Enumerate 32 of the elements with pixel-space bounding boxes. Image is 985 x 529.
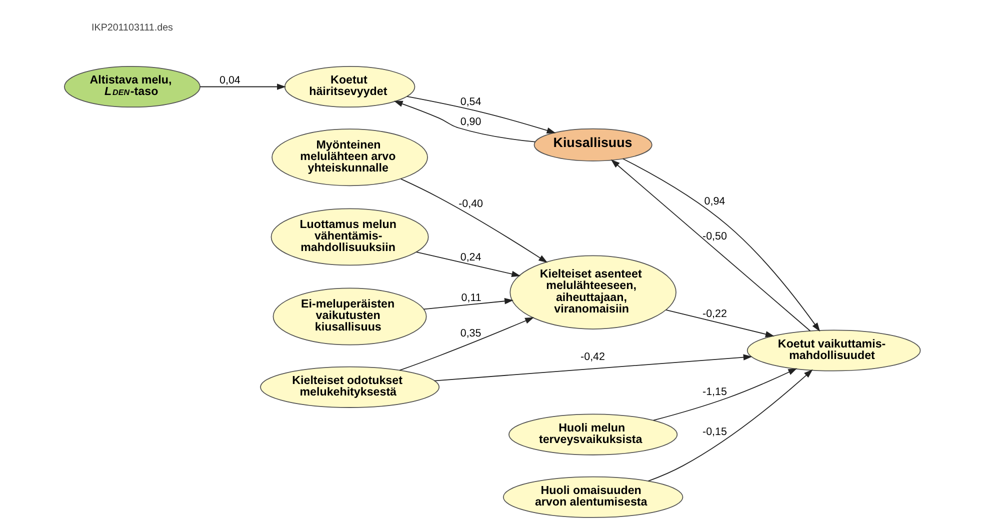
arrow bbox=[434, 354, 752, 382]
edge-label: 0,35 bbox=[460, 328, 482, 340]
edge-label: 0,11 bbox=[461, 292, 482, 304]
edge-label: 0,54 bbox=[460, 96, 482, 108]
arrow bbox=[416, 252, 521, 277]
node-ellipse: Altistava melu, LDEN-taso bbox=[64, 66, 200, 108]
node-ellipse: Luottamus melun vähentämis- mahdollisuuksiin bbox=[270, 208, 429, 266]
arrow bbox=[394, 100, 536, 142]
edge-label: -0,15 bbox=[702, 426, 727, 438]
edge-label: -0,42 bbox=[580, 350, 605, 363]
arrow bbox=[648, 369, 813, 482]
arrow bbox=[423, 298, 514, 310]
edge-label: 0,90 bbox=[460, 116, 482, 128]
edge-label: -1,15 bbox=[702, 386, 727, 398]
node-ellipse: Kielteiset odotukset melukehityksestä bbox=[260, 366, 440, 408]
edge-label: -0,22 bbox=[702, 308, 727, 320]
arrow bbox=[399, 317, 534, 371]
arrow bbox=[406, 96, 556, 134]
edge-label: -0,50 bbox=[702, 230, 727, 242]
edge-label: 0,24 bbox=[460, 252, 482, 264]
edge-label: 0,04 bbox=[220, 74, 240, 87]
node-ellipse: Huoli omaisuuden arvon alentumisesta bbox=[502, 476, 684, 518]
edge-label: -0,40 bbox=[458, 198, 484, 210]
edge-label: 0,94 bbox=[704, 195, 726, 208]
arrow bbox=[666, 309, 774, 338]
node-ellipse: Ei-meluperäisten vaikutusten kiusallisuus bbox=[272, 288, 427, 346]
label: IKP201103111.des bbox=[92, 22, 173, 34]
arrow bbox=[652, 368, 798, 421]
arrow bbox=[199, 84, 286, 90]
node-ellipse: Huoli melun terveysvaikuksista bbox=[508, 414, 678, 456]
node-ellipse: Myönteinen melulähteen arvo yhteiskunnalle bbox=[272, 128, 428, 186]
arrow bbox=[400, 178, 548, 263]
